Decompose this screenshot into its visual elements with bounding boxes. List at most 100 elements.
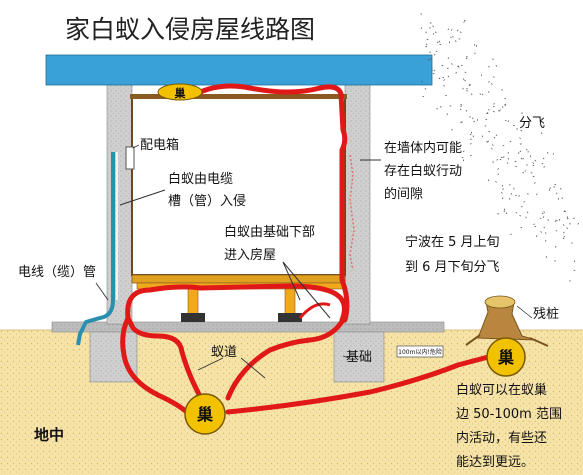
via-cable-label-1: 白蚁由电缆 — [168, 171, 233, 187]
flying-termite — [447, 75, 450, 78]
flying-termite — [553, 186, 556, 188]
flying-termite — [513, 125, 515, 126]
stump-root-left — [465, 334, 481, 346]
flying-termite — [472, 135, 474, 138]
distribution-box-pointer — [132, 144, 140, 149]
flying-termite — [519, 143, 522, 145]
flying-termite — [577, 222, 580, 225]
flying-termite — [481, 74, 483, 77]
floor-post-right — [284, 288, 296, 315]
wall-gap-label-1: 在墙体内可能 — [384, 140, 462, 156]
left-wall — [106, 83, 133, 325]
flying-termite — [504, 119, 507, 122]
flying-termite — [460, 64, 463, 66]
flying-termite — [427, 58, 430, 61]
flying-termite — [520, 157, 523, 160]
flying-termite — [547, 219, 550, 221]
flying-termite — [470, 154, 472, 157]
termite-paths — [120, 83, 495, 418]
flying-termite — [501, 197, 504, 200]
flying-termite — [433, 69, 436, 72]
stump-nest-label: 巢 — [497, 348, 515, 367]
flying-termite — [524, 170, 527, 172]
flying-termite — [432, 33, 435, 35]
tunnel-pointer-left — [197, 357, 224, 371]
flying-termite — [496, 158, 498, 161]
ceiling-beam — [130, 94, 347, 99]
flying-termite — [536, 193, 538, 196]
via-cable-label-2: 槽（管）入侵 — [168, 193, 246, 209]
range-tag-box — [396, 345, 444, 358]
flying-termite — [504, 208, 506, 211]
flying-termite — [514, 160, 517, 163]
stump-top — [484, 295, 516, 309]
flying-termite — [569, 222, 571, 225]
flying-termite — [434, 31, 437, 34]
flying-termite — [445, 94, 447, 97]
flying-termite — [510, 233, 512, 236]
flying-termite — [507, 151, 510, 154]
flying-termite — [474, 52, 476, 55]
flying-termite — [545, 239, 547, 242]
roof-nest-label: 巢 — [174, 86, 187, 100]
flying-termite — [530, 155, 531, 158]
flying-termite — [523, 201, 526, 203]
cable-conduit — [76, 152, 115, 346]
flying-termite — [570, 242, 573, 244]
flying-termite — [502, 145, 505, 147]
flying-termite — [464, 80, 466, 82]
flying-termite — [532, 175, 535, 177]
flying-termite — [573, 269, 576, 271]
flying-termite — [532, 164, 535, 167]
swarm-label: 分飞 — [519, 116, 545, 131]
flying-termite — [492, 161, 494, 164]
flying-termite — [433, 53, 436, 56]
flying-termite — [561, 197, 564, 199]
flying-termite — [465, 57, 468, 60]
room-interior — [131, 96, 346, 276]
flying-termite — [549, 187, 552, 189]
underground-label: 地中 — [34, 426, 64, 444]
flying-termite — [513, 187, 515, 190]
flying-termite — [488, 91, 490, 93]
flying-termite — [522, 171, 524, 174]
flying-termite — [439, 43, 442, 46]
flying-termite — [481, 93, 484, 96]
foundation-pointer — [342, 355, 350, 359]
flying-termite — [466, 55, 468, 58]
path-right-down — [225, 317, 346, 401]
flying-termite — [429, 51, 431, 54]
flying-termite — [492, 76, 495, 78]
flying-termite — [488, 81, 490, 83]
flying-termite — [441, 64, 444, 67]
flying-termite — [469, 133, 472, 136]
flying-termite — [521, 112, 523, 114]
flying-termite — [534, 159, 537, 162]
flying-termite — [509, 140, 512, 143]
flying-termite — [493, 110, 495, 113]
flying-termite — [497, 167, 499, 170]
flying-termite — [495, 134, 498, 137]
flying-termite — [515, 194, 517, 197]
flying-termite — [432, 25, 435, 27]
flying-termite — [458, 38, 461, 40]
flying-termite — [431, 69, 433, 71]
flying-termite — [476, 119, 479, 121]
flying-termite — [442, 77, 445, 78]
path-left-entry — [125, 283, 347, 323]
flying-termite — [425, 43, 428, 46]
flying-termite — [470, 138, 472, 140]
flying-termite — [476, 45, 477, 47]
flying-termite — [541, 212, 544, 215]
swarm-cloud — [420, 13, 580, 282]
ground-nest: 巢 — [184, 393, 226, 435]
flying-termite — [479, 93, 481, 95]
flying-termite — [447, 57, 449, 60]
flying-termite — [438, 40, 441, 43]
flying-termite — [488, 65, 490, 68]
flying-termite — [507, 157, 509, 160]
floor-post-left — [187, 288, 199, 315]
flying-termite — [430, 58, 432, 60]
flying-termite — [502, 188, 504, 190]
flying-termite — [534, 181, 536, 184]
